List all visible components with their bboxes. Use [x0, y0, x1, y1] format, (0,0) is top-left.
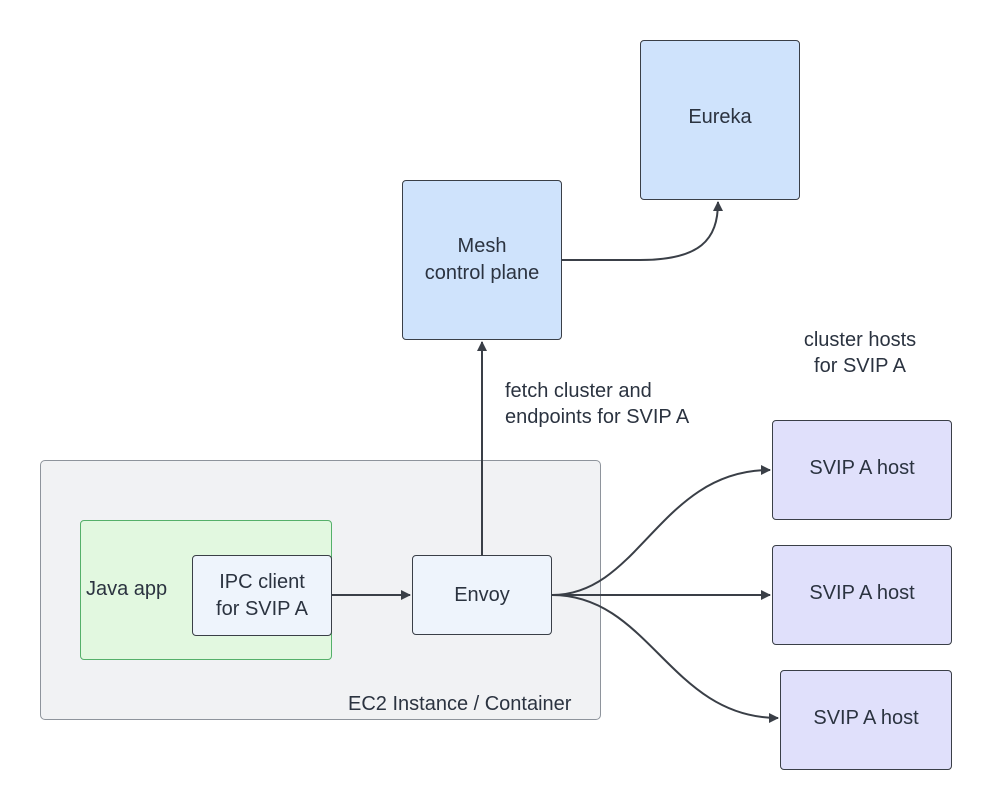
svip-a-host-3: SVIP A host [780, 670, 952, 770]
mesh-control-plane-box: Mesh control plane [402, 180, 562, 340]
edge-envoy-to-host-3 [551, 594, 779, 723]
edge-envoy-to-host-1 [551, 465, 771, 596]
eureka-box: Eureka [640, 40, 800, 200]
java-app-label: Java app [86, 578, 168, 600]
fetch-edge-label: fetch cluster and endpoints for SVIP A [505, 380, 690, 428]
edge-mesh-to-eureka [562, 201, 723, 261]
ec2-region-label: EC2 Instance / Container [348, 693, 572, 715]
cluster-hosts-label: cluster hosts for SVIP A [803, 329, 917, 377]
ipc-client-box: IPC client for SVIP A [192, 555, 332, 636]
svip-a-host-1: SVIP A host [772, 420, 952, 520]
svip-a-host-2: SVIP A host [772, 545, 952, 645]
envoy-box: Envoy [412, 555, 552, 635]
